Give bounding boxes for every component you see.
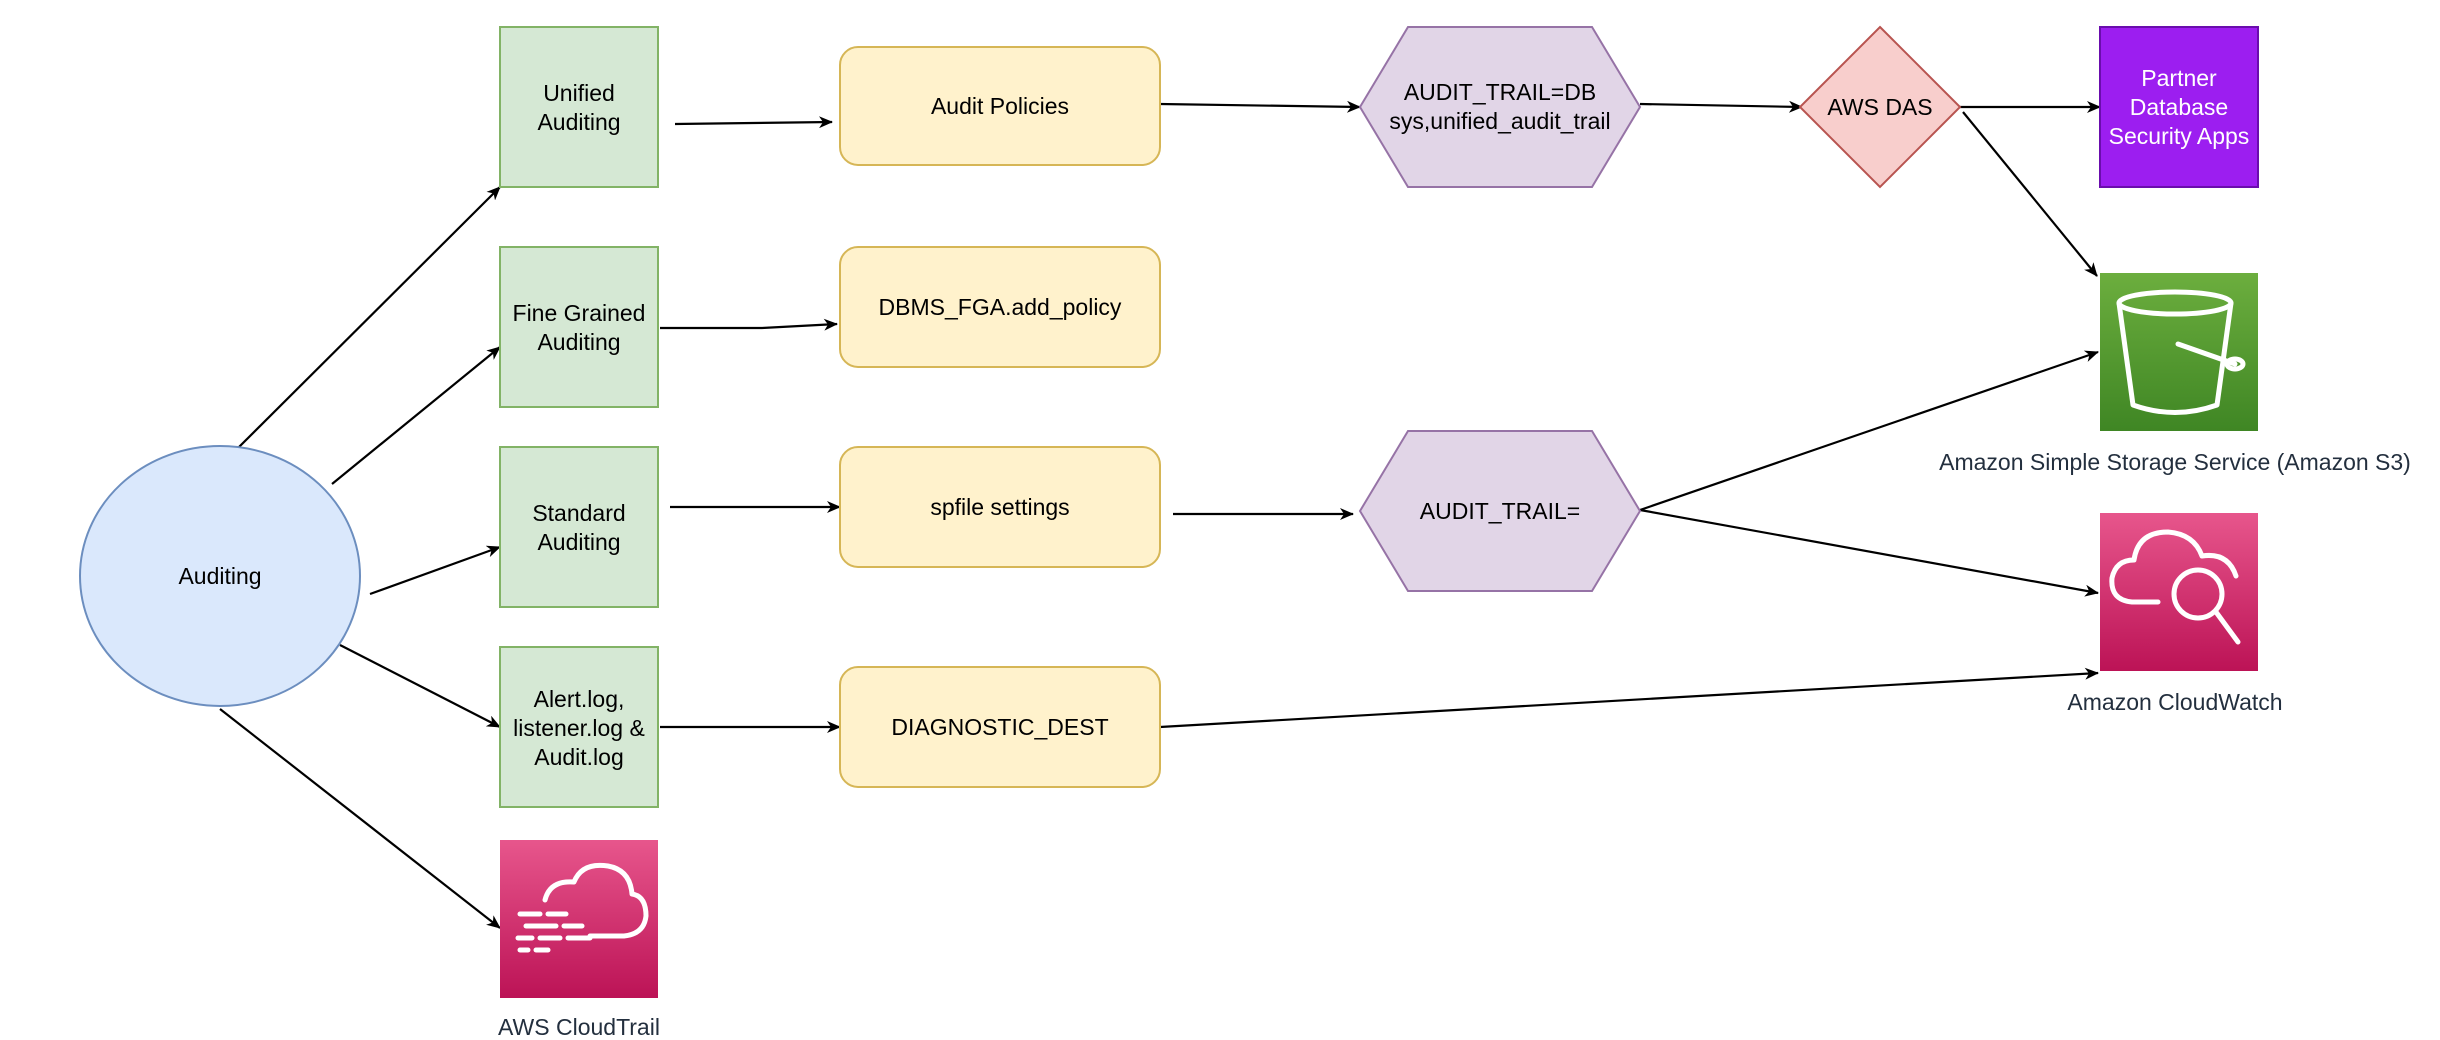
edge-audittrail-cloudwatch bbox=[1639, 508, 2099, 597]
edge-auditing-finegrained bbox=[331, 346, 501, 485]
cloudwatch-glyph bbox=[2109, 529, 2241, 645]
edge-auditing-standard bbox=[369, 545, 501, 596]
method-standard[interactable]: Standard Auditing bbox=[499, 446, 659, 608]
method-finegrained[interactable]: Fine Grained Auditing bbox=[499, 246, 659, 408]
edges bbox=[219, 100, 2101, 929]
config-box bbox=[839, 446, 1161, 568]
method-box bbox=[499, 246, 659, 408]
edge-finegrained-fga bbox=[660, 318, 838, 331]
config-audit-policies[interactable]: Audit Policies bbox=[839, 46, 1161, 166]
config-box bbox=[839, 246, 1161, 368]
partner-node[interactable]: Partner Database Security Apps bbox=[2099, 26, 2259, 188]
edge-auditing-cloudtrail bbox=[219, 708, 501, 929]
config-diagnostic-dest[interactable]: DIAGNOSTIC_DEST bbox=[839, 666, 1161, 788]
edge-auditing-alertlog bbox=[339, 644, 501, 728]
diamond-shape bbox=[1798, 25, 1962, 189]
cloudtrail-icon bbox=[500, 840, 658, 998]
method-label-line: Auditing bbox=[537, 529, 620, 555]
edge-audittrail-s3 bbox=[1639, 350, 2099, 512]
cloudwatch-icon bbox=[2100, 513, 2258, 671]
method-label-line: Auditing bbox=[537, 329, 620, 355]
cloudtrail-glyph bbox=[515, 862, 649, 953]
edge-unified-policies bbox=[674, 116, 833, 129]
method-box bbox=[499, 646, 659, 808]
config-label: DIAGNOSTIC_DEST bbox=[891, 714, 1108, 740]
partner-box bbox=[2099, 26, 2259, 188]
auditing-ellipse bbox=[79, 445, 361, 707]
method-label-line: listener.log & bbox=[513, 715, 645, 741]
audit-trail-db-node[interactable]: AUDIT_TRAIL=DB sys,unified_audit_trail bbox=[1358, 26, 1642, 188]
method-alertlog[interactable]: Alert.log, listener.log & Audit.log bbox=[499, 646, 659, 808]
audit-trail-node[interactable]: AUDIT_TRAIL= bbox=[1358, 430, 1642, 592]
method-label-line: Fine Grained bbox=[513, 300, 646, 326]
s3-bucket-glyph bbox=[2116, 289, 2246, 415]
auditing-node[interactable]: Auditing bbox=[79, 445, 361, 707]
method-label-line: Standard bbox=[532, 500, 625, 526]
config-dbms-fga[interactable]: DBMS_FGA.add_policy bbox=[839, 246, 1161, 368]
config-spfile[interactable]: spfile settings bbox=[839, 446, 1161, 568]
hexagon-shape bbox=[1358, 430, 1642, 592]
partner-label-line: Security Apps bbox=[2109, 123, 2250, 149]
partner-label-line: Partner bbox=[2141, 65, 2217, 91]
edge-policies-audittraildb bbox=[1159, 100, 1361, 113]
hexagon-shape bbox=[1358, 26, 1642, 188]
cloudwatch-caption: Amazon CloudWatch bbox=[2067, 689, 2282, 715]
s3-node[interactable]: Amazon Simple Storage Service (Amazon S3… bbox=[1939, 273, 2411, 475]
edge-audittraildb-das bbox=[1639, 100, 1803, 113]
method-box bbox=[499, 26, 659, 188]
edge-diagnostic-cloudwatch bbox=[1159, 667, 2099, 729]
s3-caption: Amazon Simple Storage Service (Amazon S3… bbox=[1939, 449, 2411, 475]
cloudtrail-caption: AWS CloudTrail bbox=[498, 1014, 660, 1040]
edge-auditing-unified bbox=[237, 186, 501, 449]
method-label-line: Auditing bbox=[537, 109, 620, 135]
aws-das-node[interactable]: AWS DAS bbox=[1798, 25, 1962, 189]
method-label-line: Alert.log, bbox=[534, 686, 625, 712]
cloudwatch-node[interactable]: Amazon CloudWatch bbox=[2067, 513, 2283, 715]
method-label-line: Audit.log bbox=[534, 744, 624, 770]
config-label: Audit Policies bbox=[931, 93, 1069, 119]
method-unified[interactable]: Unified Auditing bbox=[499, 26, 659, 188]
partner-label-line: Database bbox=[2130, 94, 2228, 120]
aws-das-label: AWS DAS bbox=[1827, 94, 1932, 120]
method-label-line: Unified bbox=[543, 80, 615, 106]
config-box bbox=[839, 666, 1161, 788]
audit-trail-db-line: sys,unified_audit_trail bbox=[1389, 108, 1610, 134]
config-box bbox=[839, 46, 1161, 166]
cloudtrail-node[interactable]: AWS CloudTrail bbox=[498, 840, 660, 1040]
method-box bbox=[499, 446, 659, 608]
config-label: DBMS_FGA.add_policy bbox=[879, 294, 1122, 320]
edge-das-s3 bbox=[1962, 111, 2098, 277]
audit-trail-label: AUDIT_TRAIL= bbox=[1420, 498, 1580, 524]
auditing-label: Auditing bbox=[178, 563, 261, 589]
audit-trail-db-line: AUDIT_TRAIL=DB bbox=[1404, 79, 1596, 105]
config-label: spfile settings bbox=[930, 494, 1069, 520]
